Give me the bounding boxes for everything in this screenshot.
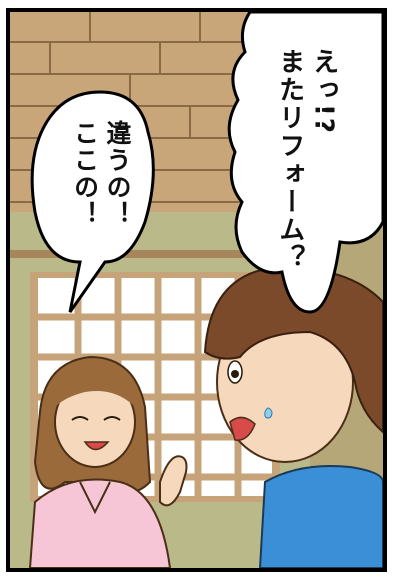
speech-line-2: ここの！	[70, 120, 100, 228]
man-character	[203, 265, 383, 568]
speech-text-right: えっ!? またリフォーム？	[272, 48, 340, 328]
panel-illustration	[10, 12, 383, 568]
speech-bubble-left	[30, 90, 155, 313]
speech-bubble-right	[227, 12, 383, 314]
woman-character	[28, 355, 188, 568]
speech-line-1: えっ!?	[308, 48, 339, 135]
speech-text-left: 違うの！ ここの！	[68, 120, 133, 320]
manga-panel: えっ!? またリフォーム？ 違うの！ ここの！	[6, 8, 387, 572]
speech-line-2: またリフォーム？	[274, 48, 305, 272]
speech-line-1: 違うの！	[103, 120, 132, 228]
